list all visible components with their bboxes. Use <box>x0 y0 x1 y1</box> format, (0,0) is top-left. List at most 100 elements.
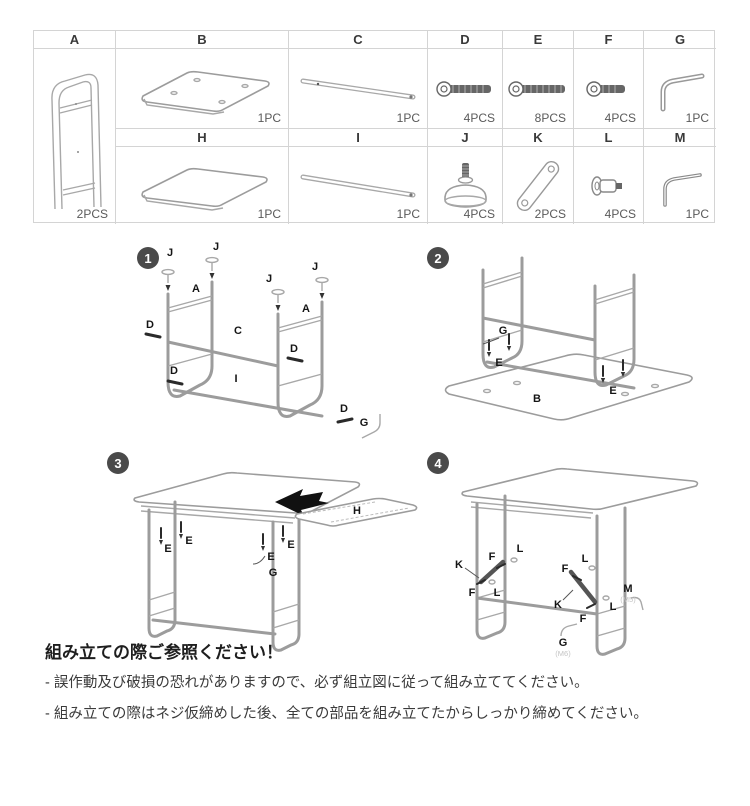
part-qty-e: 8PCS <box>534 111 566 125</box>
svg-text:G: G <box>269 567 278 579</box>
svg-text:D: D <box>146 319 154 331</box>
part-header-a: A <box>34 31 116 49</box>
part-cell-k: 2PCS <box>503 147 574 224</box>
assembly-note-heading: 組み立ての際ご参照ください！ <box>45 643 283 662</box>
foot-glyphs <box>161 256 329 311</box>
step-1-block: 1 <box>112 241 392 442</box>
part-header-b: B <box>116 31 289 49</box>
svg-text:J: J <box>266 273 272 285</box>
svg-text:(M5): (M5) <box>620 595 636 604</box>
part-cell-i: 1PC <box>289 147 428 224</box>
part-cell-a: 2PCS <box>34 49 116 224</box>
svg-text:K: K <box>455 559 463 571</box>
svg-text:J: J <box>312 261 318 273</box>
svg-text:J: J <box>167 247 173 259</box>
svg-text:G: G <box>559 637 568 649</box>
shelf-panel-icon <box>141 167 268 211</box>
step-3-illustration: E E E E G H <box>133 471 418 652</box>
leveling-foot-icon <box>444 162 487 208</box>
svg-text:A: A <box>192 283 200 295</box>
svg-text:J: J <box>213 242 219 253</box>
step-2-block: 2 G <box>425 242 710 442</box>
svg-text:(M6): (M6) <box>555 649 571 658</box>
part-cell-g: 1PC <box>644 49 716 129</box>
part-header-j: J <box>428 129 503 147</box>
svg-text:F: F <box>580 613 587 625</box>
part-header-c: C <box>289 31 428 49</box>
step-3-block: 3 <box>105 450 425 655</box>
part-header-i: I <box>289 129 428 147</box>
assembly-notes: 組み立ての際ご参照ください！ - 誤作動及び破損の恐れがありますので、必ず組立図… <box>45 638 715 725</box>
svg-text:I: I <box>234 373 237 385</box>
part-cell-e: 8PCS <box>503 49 574 129</box>
svg-text:G: G <box>499 325 508 337</box>
svg-text:D: D <box>290 343 298 355</box>
long-bolt-icon <box>508 80 565 97</box>
part-qty-c: 1PC <box>396 111 420 125</box>
part-qty-a: 2PCS <box>76 207 108 221</box>
part-qty-g: 1PC <box>685 111 709 125</box>
part-cell-c: 1PC <box>289 49 428 129</box>
part-cell-h: 1PC <box>116 147 289 224</box>
allen-key-icon <box>660 73 705 111</box>
crossbar-rod-icon <box>300 174 416 197</box>
part-qty-j: 4PCS <box>463 207 495 221</box>
svg-text:E: E <box>287 539 294 551</box>
step-3-number-badge: 3 <box>107 452 129 474</box>
part-header-e: E <box>503 31 574 49</box>
brace-left <box>478 559 506 585</box>
long-bolt-icon <box>436 80 491 97</box>
svg-text:E: E <box>495 357 502 369</box>
bolt-glyphs <box>159 521 285 551</box>
insert-arrow-icon <box>275 489 329 516</box>
part-qty-m: 1PC <box>685 207 709 221</box>
small-screw-icon <box>590 175 622 196</box>
svg-text:K: K <box>554 599 562 611</box>
part-cell-j: 4PCS <box>428 147 503 224</box>
svg-text:D: D <box>340 403 348 415</box>
part-cell-m: 1PC <box>644 147 716 224</box>
part-header-h: H <box>116 129 289 147</box>
svg-text:D: D <box>170 365 178 377</box>
short-bolt-icon <box>585 80 625 97</box>
part-qty-h: 1PC <box>257 207 281 221</box>
brace-strap-icon <box>516 160 560 211</box>
part-header-m: M <box>644 129 716 147</box>
part-qty-d: 4PCS <box>463 111 495 125</box>
part-qty-b: 1PC <box>257 111 281 125</box>
svg-text:F: F <box>562 563 569 575</box>
step-4-block: 4 <box>425 450 720 670</box>
part-header-k: K <box>503 129 574 147</box>
step-4-number-badge: 4 <box>427 452 449 474</box>
svg-text:C: C <box>234 325 242 337</box>
step-2-number-badge: 2 <box>427 247 449 269</box>
part-header-g: G <box>644 31 716 49</box>
part-qty-f: 4PCS <box>604 111 636 125</box>
part-cell-f: 4PCS <box>574 49 644 129</box>
step-1-illustration: J J J J A A D D D D C I G <box>144 241 381 439</box>
svg-text:M: M <box>623 583 632 595</box>
svg-text:G: G <box>360 417 369 429</box>
svg-text:E: E <box>609 385 616 397</box>
parts-table: A B C D E F G 2PCS 1PC <box>33 30 716 224</box>
svg-text:H: H <box>353 505 361 517</box>
svg-text:B: B <box>533 393 541 405</box>
svg-text:F: F <box>489 551 496 563</box>
svg-text:E: E <box>185 535 192 547</box>
crossbar-rod-icon <box>300 78 416 99</box>
part-cell-l: 4PCS <box>574 147 644 224</box>
svg-text:E: E <box>164 543 171 555</box>
svg-text:A: A <box>302 303 310 315</box>
svg-text:L: L <box>610 601 617 613</box>
step-1-number-badge: 1 <box>137 247 159 269</box>
svg-text:L: L <box>582 553 589 565</box>
svg-text:L: L <box>517 543 524 555</box>
part-header-f: F <box>574 31 644 49</box>
part-qty-i: 1PC <box>396 207 420 221</box>
part-cell-d: 4PCS <box>428 49 503 129</box>
assembly-note-1: - 誤作動及び破損の恐れがありますので、必ず組立図に従って組み立ててください。 <box>45 675 589 691</box>
svg-text:L: L <box>494 587 501 599</box>
step-2-illustration: G E E B <box>444 256 693 421</box>
svg-text:F: F <box>469 587 476 599</box>
